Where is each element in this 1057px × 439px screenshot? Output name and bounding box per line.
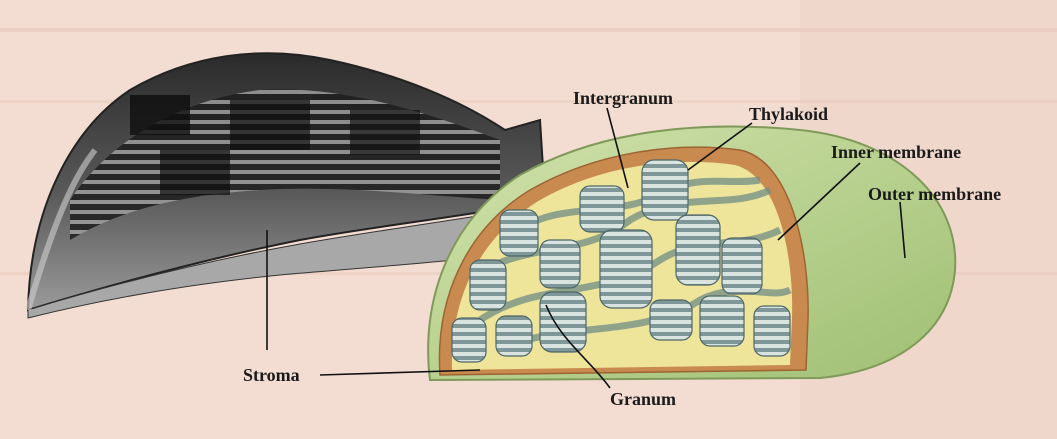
inner-membrane-label: Inner membrane — [831, 142, 961, 162]
intergranum-label: Intergranum — [573, 88, 673, 108]
stroma-label: Stroma — [243, 365, 300, 385]
outer-membrane-label: Outer membrane — [868, 184, 1001, 204]
granum-label: Granum — [610, 389, 676, 409]
thylakoid-label: Thylakoid — [749, 104, 828, 124]
